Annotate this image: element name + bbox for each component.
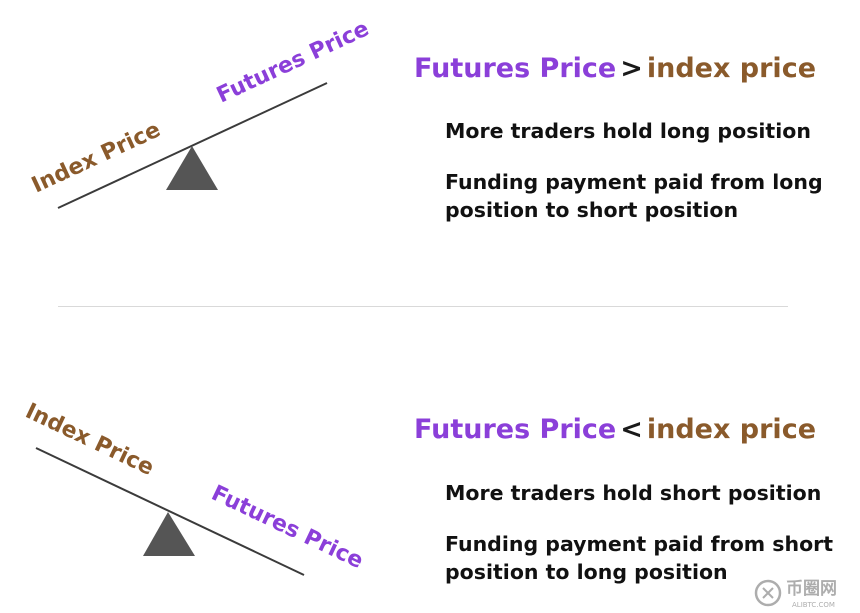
point-funding-payment: Funding payment paid from long position … xyxy=(445,170,823,222)
scenario-futures-above-index: Index Price Futures Price Futures Price>… xyxy=(0,0,860,300)
point-funding-payment: Funding payment paid from short position… xyxy=(445,532,834,584)
headline-futures-price: Futures Price xyxy=(414,414,617,445)
headline-index-price: index price xyxy=(646,53,817,84)
index-price-label: Index Price xyxy=(21,399,157,481)
greater-than-sign: > xyxy=(620,53,643,84)
headline-comparison: Futures Price<index price xyxy=(414,413,816,447)
seesaw-diagram-bottom: Index Price Futures Price xyxy=(21,399,367,576)
scenario-futures-below-index: Index Price Futures Price Futures Price<… xyxy=(0,360,860,613)
point-traders-position: More traders hold long position xyxy=(445,119,811,143)
headline-index-price: index price xyxy=(646,414,817,445)
less-than-sign: < xyxy=(620,414,643,445)
seesaw-beam xyxy=(57,82,328,209)
point-traders-position: More traders hold short position xyxy=(445,481,822,505)
futures-price-label: Futures Price xyxy=(213,16,373,108)
futures-price-label: Futures Price xyxy=(207,481,367,574)
index-price-label: Index Price xyxy=(28,117,164,198)
fulcrum-triangle xyxy=(166,146,218,190)
watermark-site: ALIBTC.COM xyxy=(792,601,835,609)
site-watermark: 币圈网 ALIBTC.COM xyxy=(754,579,837,609)
watermark-logo-text: 币圈网 xyxy=(786,579,837,599)
seesaw-beam xyxy=(35,447,305,576)
section-divider xyxy=(58,306,788,307)
watermark-logo-icon xyxy=(754,579,782,607)
headline-comparison: Futures Price>index price xyxy=(414,52,816,86)
seesaw-diagram-top: Index Price Futures Price xyxy=(28,16,373,209)
fulcrum-triangle xyxy=(143,512,195,556)
headline-futures-price: Futures Price xyxy=(414,53,617,84)
